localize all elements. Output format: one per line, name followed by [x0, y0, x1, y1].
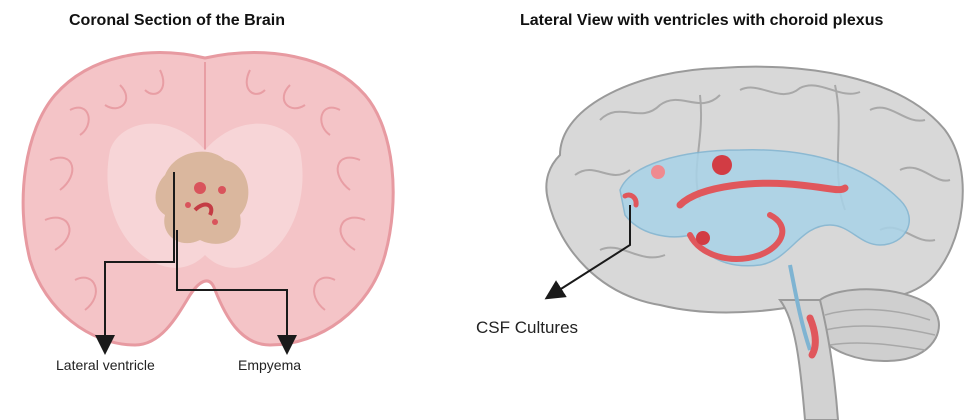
- empyema-label: Empyema: [238, 357, 301, 373]
- csf-cultures-label: CSF Cultures: [476, 318, 578, 338]
- lateral-ventricle-label: Lateral ventricle: [56, 357, 155, 373]
